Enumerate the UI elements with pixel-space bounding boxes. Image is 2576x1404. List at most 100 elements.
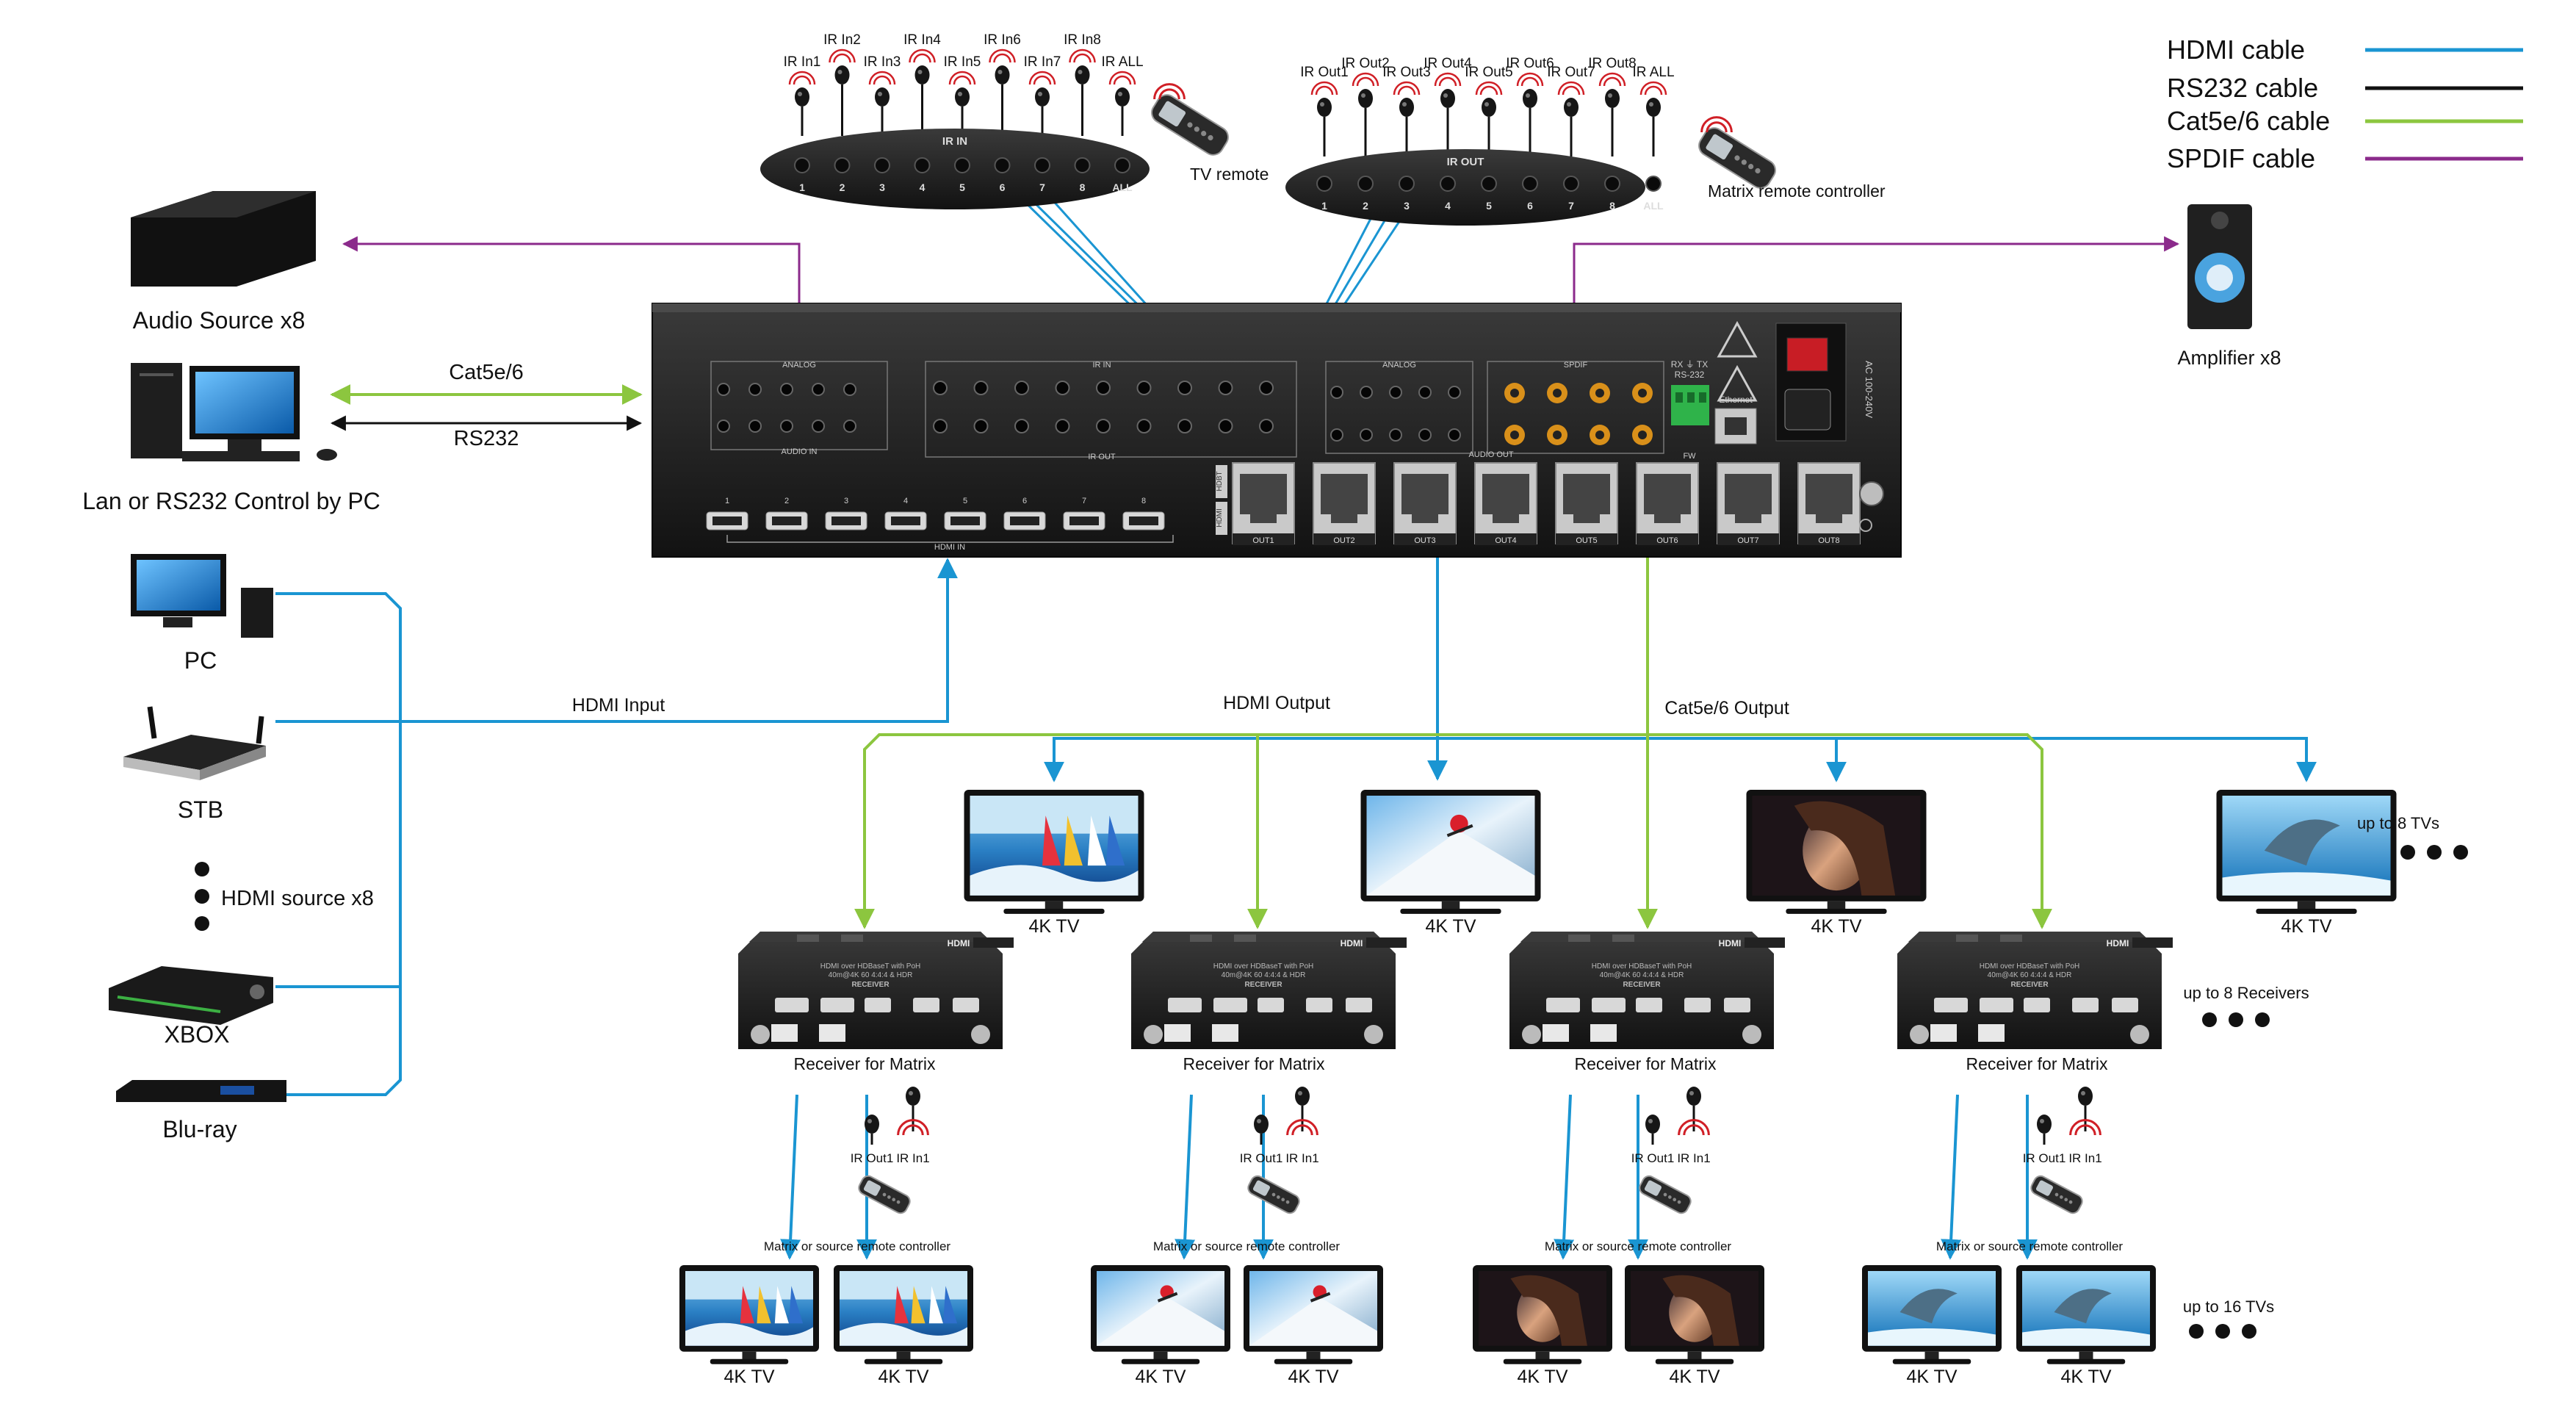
ir-out-label: IR Out1	[1631, 1151, 1675, 1165]
ir-port	[954, 157, 970, 173]
tv-label: 4K TV	[1425, 916, 1476, 937]
ir-out-label: IR Out1	[851, 1151, 894, 1165]
ir-port-label: 5	[959, 181, 965, 193]
ir-port-label: 3	[879, 181, 885, 193]
ir-sensor	[875, 87, 890, 136]
legend-label: SPDIF cable	[2167, 143, 2315, 173]
tv-neck	[742, 1351, 757, 1361]
receiver-tv: 4K TV	[1473, 1265, 1612, 1387]
ir-sensor-label: IR Out6	[1506, 56, 1554, 71]
ir-jack	[1259, 381, 1274, 395]
ground-screw	[1859, 481, 1884, 506]
remote-screen	[1644, 1180, 1662, 1196]
ir-sensor-head	[2037, 1115, 2052, 1134]
ir-port-label: 3	[1404, 200, 1410, 212]
ir-sensor-head	[1605, 89, 1620, 108]
ir-jack	[1096, 419, 1111, 433]
ir-sensor-lens	[1567, 102, 1571, 107]
ir-signal-icon	[868, 71, 896, 85]
control-pc-device	[131, 363, 337, 461]
panel-label: FW	[1683, 452, 1696, 461]
ellipsis-dot	[195, 916, 209, 931]
panel-label: ANALOG	[782, 361, 816, 370]
diagram-labels: HDMI Input HDMI Output Cat5e/6 Output up…	[572, 693, 2439, 1316]
ski	[1310, 1292, 1331, 1303]
spdif-jack-core	[1595, 389, 1604, 397]
ir-sensor-label: IR Out7	[1547, 65, 1595, 80]
ir-signal-icon	[1557, 81, 1585, 96]
dolphin	[2054, 1289, 2112, 1324]
rj45-socket	[1805, 474, 1852, 514]
ir-signal-icon	[1108, 71, 1136, 85]
ir-sensor	[1115, 87, 1130, 136]
ir-sensor-lens	[1402, 102, 1407, 107]
amplifier-label: Amplifier x8	[2177, 347, 2281, 369]
ir-wave	[793, 75, 812, 85]
ir-sensor-lens	[1078, 70, 1083, 74]
ir-port	[914, 157, 931, 173]
rj45-tab	[1816, 514, 1842, 523]
ir-sensor	[1440, 89, 1455, 156]
ir-sensor-label: IR ALL	[1632, 65, 1674, 80]
tv-neck	[1045, 901, 1064, 910]
hdmi-in-bracket	[726, 535, 1174, 543]
remote-control-icon	[1698, 127, 1776, 189]
audio-jack	[717, 383, 730, 396]
output-label-bar	[1717, 533, 1779, 545]
ir-wave	[1639, 81, 1667, 96]
ir-sensor-label: IR In8	[1064, 32, 1101, 48]
bluray-label: Blu-ray	[162, 1116, 237, 1142]
hdmi-output-label: HDMI Output	[1223, 693, 1330, 713]
receiver-connector	[1144, 1025, 1163, 1044]
legend-item: SPDIF cable	[2167, 143, 2523, 173]
legend-item: HDMI cable	[2167, 35, 2523, 65]
ir-wave	[1603, 76, 1622, 87]
tv-stand	[1003, 908, 1105, 914]
ir-wave	[1516, 72, 1544, 87]
up-to-8-tvs-label: up to 8 TVs	[2357, 814, 2439, 832]
receiver-hdmi-port	[1546, 998, 1580, 1012]
remote-control-icon	[2030, 1175, 2083, 1214]
receiver-text: HDMI over HDBaseT with PoH	[1213, 962, 1314, 971]
remote-button	[1201, 131, 1207, 137]
ellipsis-dot	[195, 889, 209, 904]
ir-sensor-lens	[1443, 93, 1448, 98]
receiver-brand-plate	[1745, 937, 1785, 948]
bluray-display	[220, 1086, 254, 1095]
remote-button	[1673, 1198, 1677, 1202]
receiver-text: HDMI over HDBaseT with PoH	[1592, 962, 1692, 971]
rj45-tab	[1493, 514, 1519, 523]
remote-label: TV remote	[1190, 165, 1269, 184]
top-tv: 4K TV	[964, 790, 1144, 937]
ir-port-label: 5	[1486, 200, 1492, 212]
wave	[970, 865, 1139, 896]
hdmi-port-label: 5	[963, 497, 967, 505]
receiver-connector	[1522, 1025, 1541, 1044]
ir-signal-icon	[989, 48, 1016, 63]
ir-wave	[1291, 1124, 1313, 1136]
remote-button	[1194, 126, 1199, 132]
wave	[685, 1322, 813, 1346]
stb-side	[200, 746, 266, 780]
rj45-tab	[1654, 514, 1681, 523]
receiver-tv: 4K TV	[834, 1265, 973, 1387]
receiver-connector	[1742, 1025, 1761, 1044]
output-label: OUT7	[1737, 536, 1758, 545]
ir-sensor-head	[834, 65, 850, 84]
spdif-jack-core	[1553, 389, 1562, 397]
ir-port	[1114, 157, 1130, 173]
mouse	[317, 449, 337, 461]
ir-wave	[2069, 1119, 2101, 1136]
receiver-body	[1131, 932, 1396, 1049]
receiver-button	[841, 935, 863, 942]
pc-tower-slot	[140, 373, 173, 376]
ir-port-label: ALL	[1112, 181, 1133, 193]
ir-wave	[902, 1124, 924, 1136]
remote-controller-label: Matrix or source remote controller	[764, 1239, 950, 1253]
tv-stand	[1786, 908, 1887, 914]
ir-sensor-lens	[1689, 1091, 1694, 1095]
remote-button	[1271, 1192, 1276, 1197]
ir-wave	[1438, 76, 1457, 87]
